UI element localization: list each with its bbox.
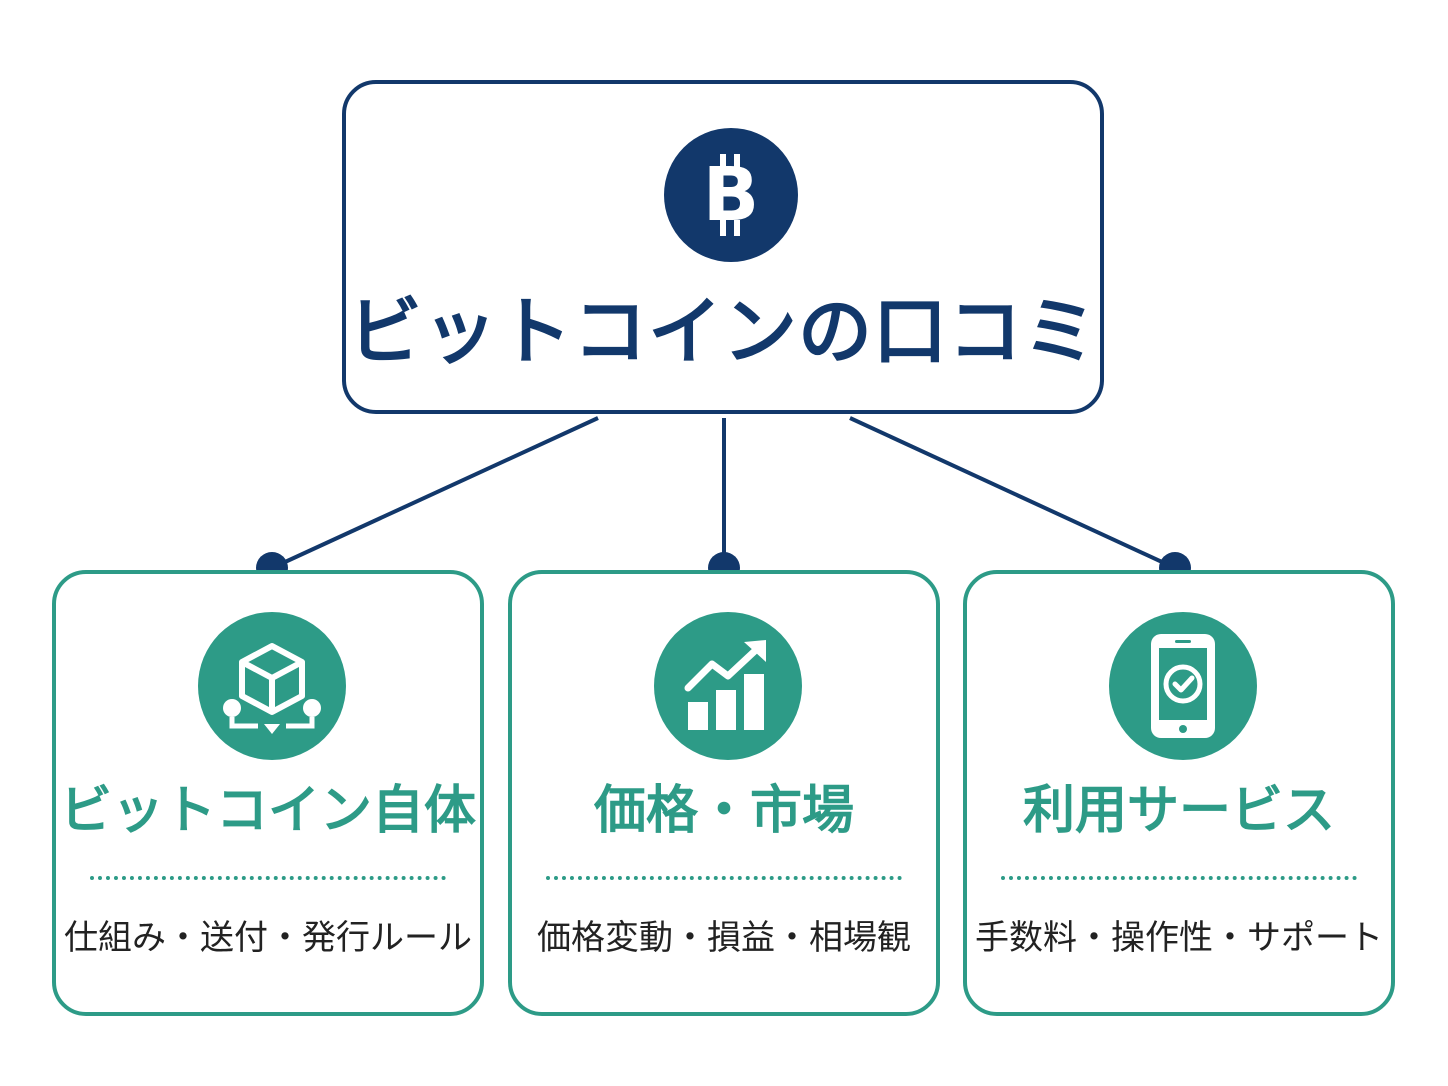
- child-subtitle: 価格変動・損益・相場観: [537, 918, 911, 958]
- connector-line-right: [849, 416, 1176, 570]
- blockchain-cube-icon: [198, 612, 346, 760]
- child-node-services: 利用サービス 手数料・操作性・サポート: [963, 570, 1395, 1016]
- dotted-divider: [90, 876, 446, 880]
- chart-growth-icon: [654, 612, 802, 760]
- child-title: 利用サービス: [1022, 781, 1335, 841]
- child-subtitle: 仕組み・送付・発行ルール: [64, 918, 472, 958]
- root-node: B ビットコインの口コミ: [342, 80, 1104, 414]
- bitcoin-icon: B: [664, 128, 798, 262]
- child-title: ビットコイン自体: [59, 781, 476, 841]
- dotted-divider: [546, 876, 902, 880]
- svg-text:B: B: [703, 152, 759, 238]
- child-subtitle: 手数料・操作性・サポート: [975, 918, 1383, 958]
- smartphone-check-icon: [1109, 612, 1257, 760]
- connector-line-left: [271, 416, 599, 570]
- root-title: ビットコインの口コミ: [348, 289, 1098, 375]
- child-node-price-market: 価格・市場 価格変動・損益・相場観: [508, 570, 940, 1016]
- child-node-bitcoin-itself: ビットコイン自体 仕組み・送付・発行ルール: [52, 570, 484, 1016]
- child-title: 価格・市場: [593, 781, 854, 841]
- dotted-divider: [1001, 876, 1357, 880]
